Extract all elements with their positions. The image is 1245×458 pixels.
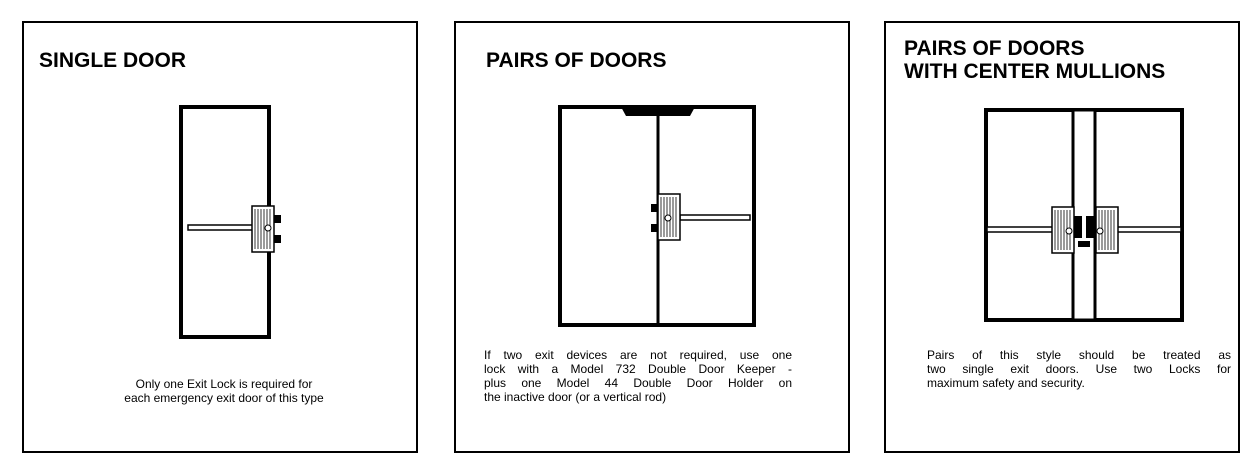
caption-line: Only one Exit Lock is required for — [135, 377, 313, 391]
panel-title: SINGLE DOOR — [39, 49, 186, 72]
title-line: SINGLE DOOR — [39, 49, 187, 72]
exit-lock-left — [1051, 206, 1075, 254]
push-bar-left — [986, 226, 1054, 233]
panel-caption: Only one Exit Lock is required for each … — [74, 377, 374, 405]
panel-caption: If two exit devices are not required, us… — [484, 348, 792, 404]
center-mullion — [1071, 108, 1097, 322]
caption-line: lock with a Model 732 Double Door Keeper… — [484, 362, 792, 376]
mullion-double-door-illustration — [984, 108, 1184, 322]
caption-line: two single exit doors. Use two Locks for — [927, 362, 1231, 376]
caption-line: the inactive door (or a vertical rod) — [484, 390, 667, 404]
mullion-strike-plates — [1074, 216, 1094, 247]
push-bar-right — [1116, 226, 1182, 233]
panel-single-door: SINGLE DOOR Only one Exit Lock is requir… — [22, 21, 418, 453]
exit-lock-right — [1095, 206, 1119, 254]
caption-line: each emergency exit door of this type — [124, 391, 324, 405]
caption-line: maximum safety and security. — [927, 376, 1085, 390]
panel-title: PAIRS OF DOORS — [486, 49, 666, 72]
single-door-illustration — [179, 105, 281, 339]
double-door-keeper — [620, 105, 696, 116]
caption-line: plus one Model 44 Double Door Holder on — [484, 376, 792, 390]
caption-line: If two exit devices are not required, us… — [484, 348, 792, 362]
exit-lock — [651, 193, 681, 241]
push-bar — [187, 224, 255, 231]
title-line: PAIRS OF DOORS — [486, 49, 667, 72]
panel-pairs-of-doors: PAIRS OF DOORS If two exit devices are n… — [454, 21, 850, 453]
panel-pairs-with-center-mullions: PAIRS OF DOORS WITH CENTER MULLIONS — [884, 21, 1240, 453]
push-bar — [679, 214, 751, 221]
title-line: PAIRS OF DOORS — [904, 37, 1085, 60]
panel-caption: Pairs of this style should be treated as… — [927, 348, 1231, 390]
panel-title: PAIRS OF DOORS WITH CENTER MULLIONS — [904, 37, 1165, 83]
double-door-illustration — [558, 105, 756, 327]
exit-lock — [251, 205, 281, 253]
caption-line: Pairs of this style should be treated as — [927, 348, 1231, 362]
title-line: WITH CENTER MULLIONS — [904, 60, 1166, 83]
